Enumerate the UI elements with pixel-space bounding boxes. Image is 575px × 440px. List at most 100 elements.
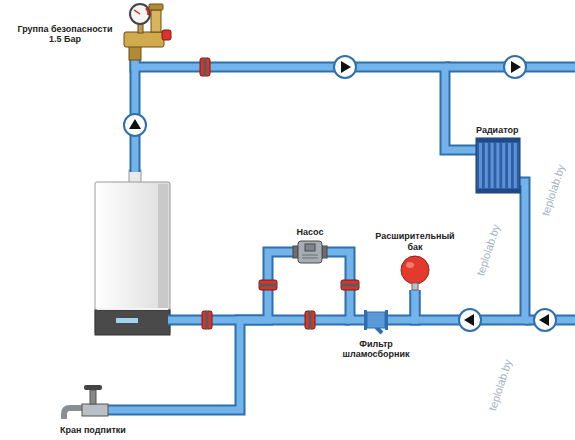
- valve-body: [305, 311, 315, 329]
- valve-body: [341, 280, 359, 290]
- filter-body: [367, 312, 385, 328]
- shutoff-valve: [202, 311, 212, 329]
- flow-arrow: [459, 309, 481, 331]
- valve-band: [206, 311, 209, 329]
- pressure-gauge: [130, 4, 150, 24]
- component-label: Фильтр шламосборник: [332, 339, 420, 360]
- boiler-body: [95, 182, 170, 334]
- valve-band: [259, 284, 277, 287]
- pipe-connector: [135, 60, 476, 150]
- boiler-panel: [95, 310, 170, 335]
- pipe-connector: [415, 182, 525, 320]
- pump-body: [298, 241, 322, 263]
- boiler-display: [116, 318, 138, 323]
- shutoff-valve: [200, 58, 210, 76]
- watermark: teplolab.by: [474, 223, 502, 277]
- radiator-fin: [491, 143, 494, 188]
- pipe-fills: [108, 60, 575, 410]
- radiator-rail: [476, 138, 520, 142]
- pipe-connector: [327, 252, 364, 320]
- tank-body: [401, 256, 429, 284]
- radiator: Радиатор: [476, 138, 520, 193]
- pipe-outline: [415, 182, 525, 320]
- safety-group: Группа безопасности 1.5 Бар: [118, 2, 172, 60]
- flow-head: [341, 61, 351, 73]
- pipe-connector: [388, 290, 415, 320]
- pump-icon: [293, 240, 327, 264]
- radiator-fin: [508, 143, 511, 188]
- pipe-outlines: [108, 60, 575, 410]
- tank-highlight: [406, 262, 414, 268]
- brass-body: [124, 32, 164, 47]
- radiator-fin: [514, 143, 517, 188]
- tap-handle: [84, 385, 102, 390]
- pipe-outline: [135, 60, 476, 150]
- strainer-filter: Фильтр шламосборник: [364, 307, 388, 333]
- safety-icon: [118, 2, 172, 60]
- flow-head: [464, 314, 474, 326]
- watermark: teplolab.by: [539, 163, 567, 217]
- relief-valve-cap: [162, 30, 171, 40]
- flow-arrow: [504, 56, 526, 78]
- flow-arrow: [124, 114, 146, 136]
- pump-ribs: [302, 255, 318, 258]
- filter-icon: [364, 307, 388, 333]
- valve-band: [204, 58, 207, 76]
- flow-arrow: [534, 309, 556, 331]
- boiler-rim: [97, 308, 168, 310]
- gauge-red-zone: [146, 8, 148, 15]
- pipe-outline: [388, 290, 415, 320]
- shutoff-valve: [259, 280, 277, 290]
- component-label: Радиатор: [476, 125, 518, 135]
- tank-icon: [400, 256, 430, 290]
- radiator-icon: [476, 138, 520, 193]
- tap-spout: [64, 408, 82, 419]
- pump-terminal-box: [305, 244, 315, 251]
- valve-body: [259, 280, 277, 290]
- flow-head: [511, 61, 521, 73]
- component-label: Кран подпитки: [60, 425, 126, 435]
- flow-circle: [334, 56, 356, 78]
- pipe-outline: [108, 252, 293, 410]
- air-vent-cap: [149, 4, 163, 10]
- fill-tap: Кран подпитки: [60, 382, 108, 420]
- circulation-pump: Насос: [293, 240, 327, 264]
- radiator-fin: [496, 143, 499, 188]
- pipe-outline: [327, 252, 364, 320]
- radiator-fin: [485, 143, 488, 188]
- radiator-body: [476, 138, 520, 193]
- tap-stem: [90, 390, 96, 404]
- air-vent: [151, 10, 161, 32]
- flow-head: [129, 119, 141, 129]
- expansion-tank: Расширительный бак: [400, 256, 430, 290]
- pump-flange: [322, 246, 327, 258]
- radiator-fin: [502, 143, 505, 188]
- radiator-rail: [476, 189, 520, 193]
- component-label: Группа безопасности 1.5 Бар: [15, 24, 115, 45]
- watermark: teplolab.by: [486, 358, 514, 412]
- tap-body: [82, 404, 108, 416]
- pump-flange: [293, 246, 298, 258]
- flow-circle: [124, 114, 146, 136]
- shutoff-valve: [305, 311, 315, 329]
- shutoff-valve: [341, 280, 359, 290]
- flow-circle: [504, 56, 526, 78]
- gauge-needle: [134, 10, 140, 14]
- flow-circle: [534, 309, 556, 331]
- tank-neck: [412, 283, 418, 290]
- valve-body: [202, 311, 212, 329]
- flow-head: [539, 314, 549, 326]
- valve-band: [341, 284, 359, 287]
- tap-icon: [60, 382, 108, 420]
- pipe-connector: [108, 252, 293, 410]
- boiler-side: [158, 184, 168, 310]
- component-label: Расширительный бак: [371, 231, 459, 252]
- union-nut: [129, 46, 141, 60]
- valve-band: [309, 311, 312, 329]
- flow-circle: [459, 309, 481, 331]
